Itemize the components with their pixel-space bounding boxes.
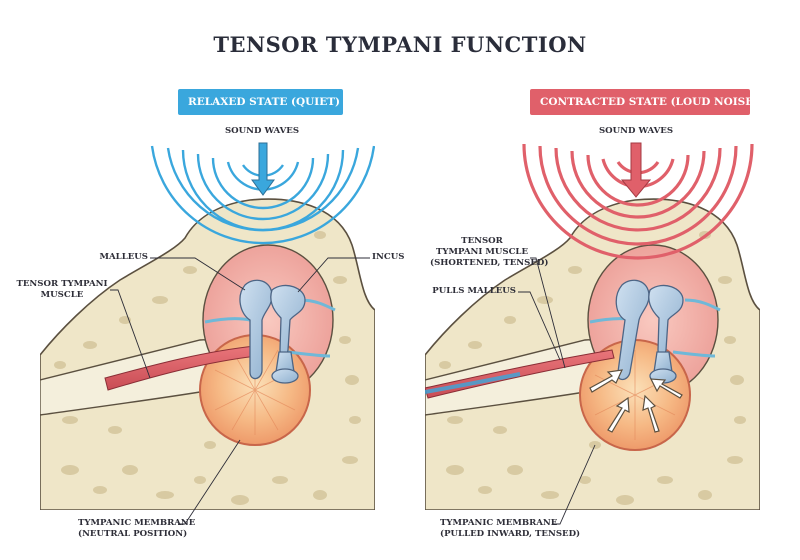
sound-arrow-red — [620, 142, 652, 198]
tympanic-membrane-label-line1: TYMPANIC MEMBRANE — [440, 518, 558, 528]
relaxed-state-badge: RELAXED STATE (QUIET) — [178, 89, 343, 115]
tensor-tympani-label-line2: TYMPANI MUSCLE — [435, 247, 529, 257]
malleus — [239, 279, 273, 380]
incus — [270, 284, 306, 357]
contracted-panel — [425, 142, 760, 510]
sound-waves-label-left: SOUND WAVES — [224, 126, 300, 136]
tympanic-membrane-label-line2: (NEUTRAL POSITION) — [78, 529, 188, 539]
tensor-tympani-label-left: TENSOR TYMPANI MUSCLE — [14, 279, 110, 301]
sound-arrow-blue — [251, 142, 275, 196]
tensor-tympani-label-line3: (SHORTENED, TENSED) — [430, 258, 549, 268]
malleus — [615, 279, 650, 381]
page-title: TENSOR TYMPANI FUNCTION — [213, 32, 587, 57]
inward-arrows — [589, 369, 683, 433]
sound-waves-label-right: SOUND WAVES — [598, 126, 674, 136]
tympanic-membrane-label-line2: (PULLED INWARD, TENSED) — [440, 529, 581, 539]
tympanic-membrane-label-right: TYMPANIC MEMBRANE (PULLED INWARD, TENSED… — [440, 518, 581, 540]
relaxed-panel — [40, 142, 375, 510]
tensor-tympani-label-line2: MUSCLE — [40, 290, 84, 300]
incus — [648, 284, 684, 357]
incus-label: INCUS — [372, 252, 405, 262]
tensor-tympani-label-line1: TENSOR — [461, 236, 503, 246]
ossicles — [239, 279, 306, 384]
pulls-malleus-label: PULLS MALLEUS — [432, 286, 516, 296]
tensor-tympani-label-line1: TENSOR TYMPANI — [16, 279, 108, 289]
tympanic-membrane-label-left: TYMPANIC MEMBRANE (NEUTRAL POSITION) — [78, 518, 196, 540]
tensor-tympani-label-right: TENSOR TYMPANI MUSCLE (SHORTENED, TENSED… — [430, 236, 549, 269]
malleus-label: MALLEUS — [99, 252, 148, 262]
contracted-state-badge: CONTRACTED STATE (LOUD NOISE) — [530, 89, 758, 115]
tympanic-membrane-label-line1: TYMPANIC MEMBRANE — [78, 518, 196, 528]
sound-waves-red — [522, 143, 754, 260]
sound-waves-blue — [150, 145, 375, 245]
